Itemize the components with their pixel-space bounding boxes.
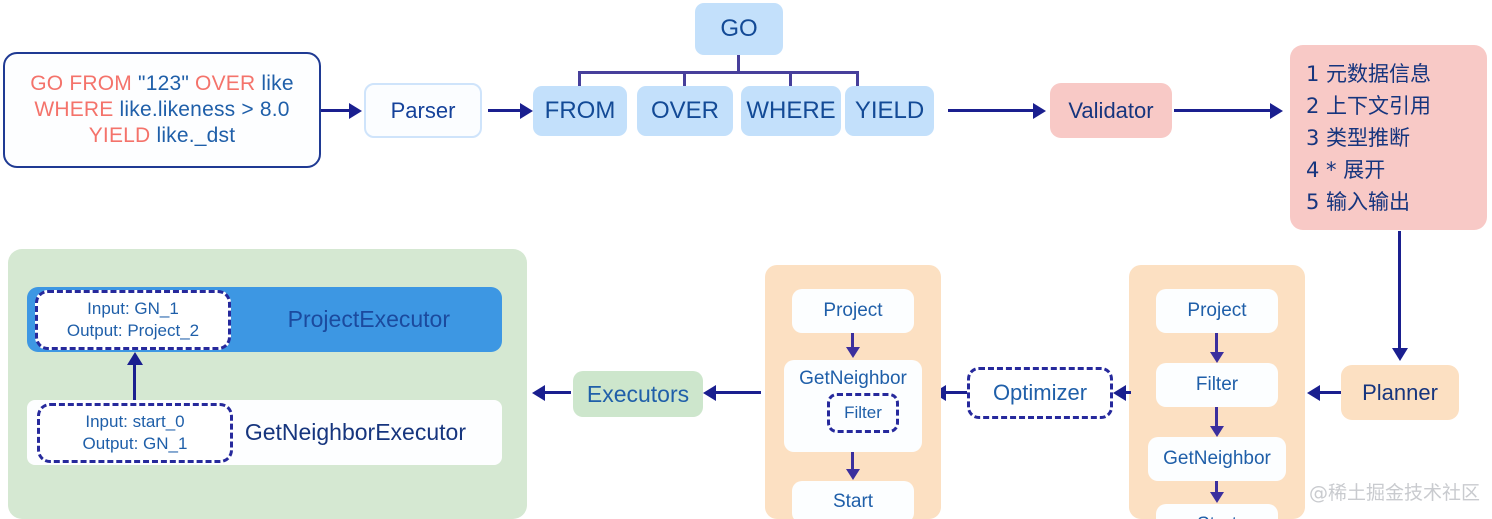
ast-node-from: FROM: [533, 86, 627, 136]
validation-step-1: 1 元数据信息: [1306, 62, 1432, 86]
opt-plan-getneighbor-label: GetNeighbor: [799, 368, 907, 389]
ast-root-label: GO: [720, 15, 758, 42]
arrow-planner-to-plan-head: [1307, 385, 1320, 401]
ast-child-label-over: OVER: [650, 97, 719, 124]
arrow-optimizer-to-optplan: [946, 391, 967, 394]
validation-step-3: 3 类型推断: [1306, 125, 1411, 150]
executors-label: Executors: [586, 380, 690, 407]
arrow-getneighbor-to-project: [133, 364, 136, 404]
plan-step-filter: Filter: [1156, 363, 1278, 407]
validation-steps-box: 1 元数据信息 2 上下文引用 3 类型推断 4 * 展开 5 输入输出: [1290, 45, 1487, 230]
arrow-validator-to-steps: [1174, 109, 1270, 112]
validator-node: Validator: [1050, 83, 1172, 138]
opt-plan-arrow-1-head: [846, 347, 860, 358]
parser-label: Parser: [390, 97, 456, 123]
tree-line-drop-over: [683, 71, 686, 88]
arrow-optplan-to-executors-head: [703, 385, 716, 401]
ast-child-label-from: FROM: [544, 97, 616, 124]
project-executor-label: ProjectExecutor: [287, 306, 450, 332]
ast-node-where: WHERE: [741, 86, 841, 136]
query-line-1: GO FROM "123" OVER like: [30, 71, 293, 97]
plan-arrow-2: [1215, 407, 1218, 428]
query-keyword-over: OVER: [195, 71, 256, 95]
plan-arrow-2-head: [1210, 426, 1224, 437]
query-line-3: YIELD like._dst: [89, 123, 236, 149]
plan-arrow-3-head: [1210, 492, 1224, 503]
plan-step-start: Start: [1156, 504, 1278, 519]
ast-node-over: OVER: [637, 86, 733, 136]
project-executor-input: Input: GN_1: [87, 298, 179, 318]
validation-step-5: 5 输入输出: [1306, 189, 1411, 214]
query-where-expr: like.likeness > 8.0: [119, 97, 290, 121]
ast-child-label-yield: YIELD: [854, 97, 925, 124]
arrow-query-to-parser: [321, 109, 349, 112]
arrow-executors-to-panel: [545, 391, 571, 394]
validation-step-4: 4 * 展开: [1306, 157, 1386, 182]
tree-line-drop-yield: [856, 71, 859, 88]
planner-node: Planner: [1341, 365, 1459, 420]
plan-arrow-3: [1215, 481, 1218, 494]
query-keyword-where: WHERE: [34, 97, 114, 121]
query-edge-type: like: [261, 71, 294, 95]
query-input-box: GO FROM "123" OVER like WHERE like.liken…: [3, 52, 321, 168]
tree-line-drop-where: [789, 71, 792, 88]
arrow-ast-to-validator: [948, 109, 1033, 112]
parser-node: Parser: [364, 83, 482, 138]
plan-arrow-1-head: [1210, 352, 1224, 363]
arrow-parser-to-ast: [488, 109, 520, 112]
arrow-validator-to-steps-head: [1270, 103, 1283, 119]
arrow-steps-to-planner: [1398, 231, 1401, 348]
arrow-ast-to-validator-head: [1033, 103, 1046, 119]
executors-node: Executors: [573, 371, 703, 417]
planner-label: Planner: [1362, 379, 1438, 405]
project-executor-io-badge: Input: GN_1 Output: Project_2: [35, 290, 231, 350]
ast-child-label-where: WHERE: [746, 97, 836, 124]
opt-plan-step-project: Project: [792, 289, 914, 333]
arrow-optplan-to-executors: [716, 391, 761, 394]
validation-step-2: 2 上下文引用: [1306, 93, 1432, 118]
project-executor-output: Output: Project_2: [66, 321, 200, 340]
ast-node-go: GO: [695, 3, 783, 55]
getneighbor-executor-output: Output: GN_1: [82, 434, 188, 453]
validator-label: Validator: [1068, 97, 1154, 123]
optimizer-label: Optimizer: [992, 380, 1088, 406]
opt-plan-nested-filter: Filter: [827, 393, 899, 433]
plan-step-getneighbor: GetNeighbor: [1148, 437, 1286, 481]
opt-plan-arrow-1: [851, 333, 854, 349]
plan-step-project: Project: [1156, 289, 1278, 333]
getneighbor-executor-label: GetNeighborExecutor: [244, 419, 466, 445]
opt-plan-arrow-2-head: [846, 469, 860, 480]
arrow-plan-to-optimizer-head: [1113, 385, 1126, 401]
opt-plan-arrow-2: [851, 452, 854, 471]
arrow-steps-to-planner-head: [1392, 348, 1408, 361]
arrow-executors-to-panel-head: [532, 385, 545, 401]
tree-line-drop-from: [578, 71, 581, 88]
optimized-plan-box: Project GetNeighbor Filter Start: [765, 265, 941, 519]
query-yield-expr: like._dst: [156, 124, 236, 148]
arrow-planner-to-plan: [1320, 391, 1341, 394]
getneighbor-executor-input: Input: start_0: [85, 411, 185, 431]
opt-plan-step-start: Start: [792, 481, 914, 519]
watermark-text: @稀土掘金技术社区: [1308, 482, 1480, 504]
getneighbor-executor-io-badge: Input: start_0 Output: GN_1: [37, 403, 233, 463]
tree-line-root-stem: [737, 55, 740, 73]
arrow-parser-to-ast-head: [520, 103, 533, 119]
ast-node-yield: YIELD: [845, 86, 934, 136]
arrow-query-to-parser-head: [349, 103, 362, 119]
arrow-plan-to-optimizer: [1122, 391, 1131, 394]
tree-line-horizontal: [578, 71, 859, 74]
query-keyword-yield: YIELD: [88, 124, 151, 148]
arrow-getneighbor-to-project-head: [127, 352, 143, 365]
plan-arrow-1: [1215, 333, 1218, 354]
optimizer-node: Optimizer: [967, 367, 1113, 419]
initial-plan-box: Project Filter GetNeighbor Start: [1129, 265, 1305, 519]
query-value-vid: "123": [138, 71, 189, 95]
query-keyword-go-from: GO FROM: [30, 71, 132, 95]
query-line-2: WHERE like.likeness > 8.0: [34, 97, 289, 123]
